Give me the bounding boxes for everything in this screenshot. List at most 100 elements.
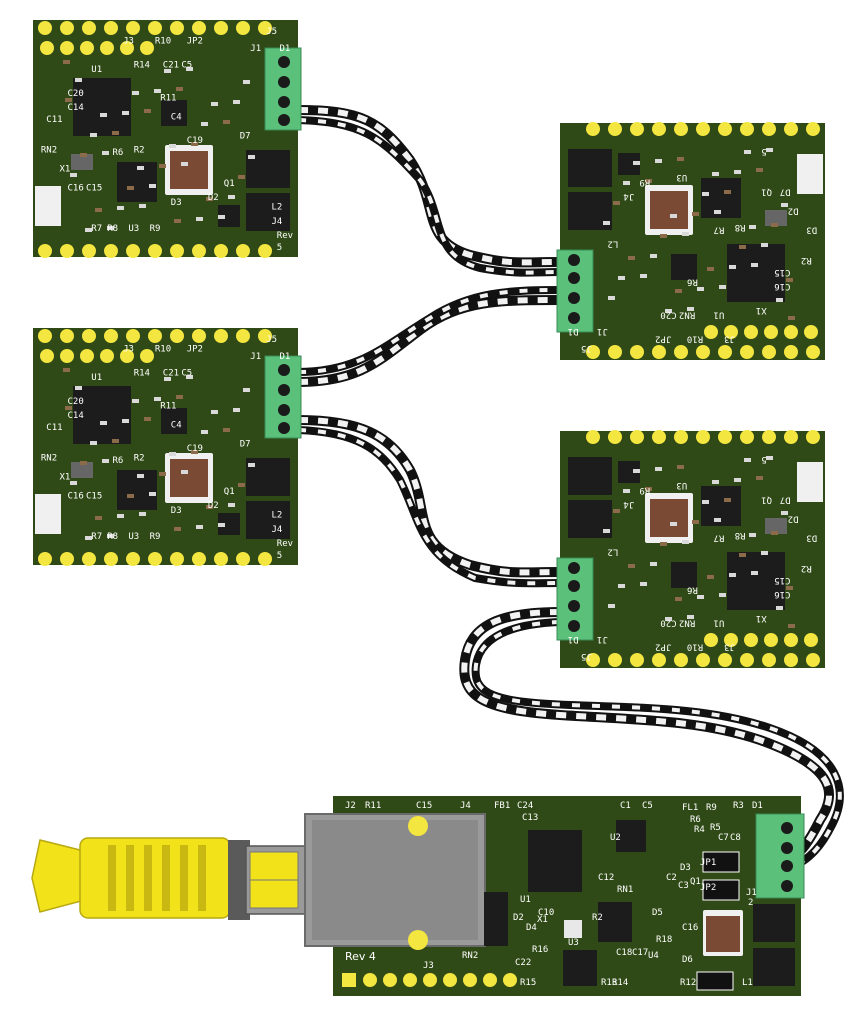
silkscreen-label: D3 — [680, 863, 691, 873]
header-pad — [80, 41, 94, 55]
silkscreen-label: FB1 — [494, 801, 510, 811]
pin-pad — [104, 244, 118, 258]
silkscreen-label: R10 — [687, 333, 703, 343]
silkscreen-label: D3 — [171, 198, 182, 208]
silkscreen-label: L2 — [607, 547, 618, 557]
header-pad — [60, 41, 74, 55]
silkscreen-label: R6 — [113, 456, 124, 466]
silkscreen-label: R14 — [134, 368, 150, 378]
silkscreen-label: Rev — [277, 539, 293, 549]
header-pad — [704, 325, 718, 339]
jst-connector — [35, 186, 61, 226]
silkscreen-label: D1 — [568, 326, 579, 336]
pin-pad — [236, 329, 250, 343]
silkscreen-label: JP2 — [187, 345, 203, 355]
pin-pad — [148, 21, 162, 35]
pin-pad — [126, 244, 140, 258]
pin-pad — [214, 329, 228, 343]
silkscreen-label: U1 — [520, 895, 531, 905]
silkscreen-label: D2 — [208, 193, 219, 203]
pin-pad — [630, 653, 644, 667]
silkscreen-label: J4 — [460, 801, 471, 811]
header-pad — [704, 633, 718, 647]
header-pad — [423, 973, 437, 987]
pin-pad — [38, 244, 52, 258]
silkscreen-label: R7 — [91, 224, 102, 234]
screw-terminal-icon — [755, 813, 805, 899]
inductor — [650, 191, 688, 229]
silkscreen-label: J3 — [123, 345, 134, 355]
silkscreen-label: J4 — [272, 217, 283, 227]
silkscreen-label: C16 — [68, 492, 84, 502]
inductor — [650, 499, 688, 537]
silkscreen-label: C13 — [522, 813, 538, 823]
silkscreen-label: C16 — [682, 923, 698, 933]
pin-pad — [784, 122, 798, 136]
pin-pad — [214, 21, 228, 35]
pin-pad — [214, 552, 228, 566]
silkscreen-label: R9 — [639, 485, 650, 495]
silkscreen-label: D6 — [682, 955, 693, 965]
screw-terminal-icon — [556, 557, 594, 641]
silkscreen-label: C20 — [660, 618, 676, 628]
jst-connector — [35, 494, 61, 534]
silkscreen-label: C5 — [642, 801, 653, 811]
silkscreen-label: RN2 — [679, 310, 695, 320]
pin-pad — [762, 430, 776, 444]
silkscreen-label: C15 — [416, 801, 432, 811]
mcu-chip — [73, 78, 131, 136]
silkscreen-label: D7 — [240, 132, 251, 142]
silkscreen-label: C2 — [666, 873, 677, 883]
header-pad — [140, 41, 154, 55]
silkscreen-label: C16 — [774, 589, 790, 599]
pin-pad — [104, 329, 118, 343]
silkscreen-label: R8 — [107, 224, 118, 234]
silkscreen-label: R9 — [150, 224, 161, 234]
silkscreen-label: X1 — [756, 613, 767, 623]
header-pad — [60, 349, 74, 363]
silkscreen-label: R11 — [365, 801, 381, 811]
silkscreen-label: C15 — [774, 575, 790, 585]
pin-pad — [170, 244, 184, 258]
silkscreen-label: J5 — [266, 27, 277, 37]
pin-pad — [696, 122, 710, 136]
pin-pad — [630, 122, 644, 136]
silkscreen-label: D3 — [806, 224, 817, 234]
silkscreen-label: U3 — [128, 532, 139, 542]
pin-pad — [148, 552, 162, 566]
silkscreen-label: C10 — [538, 908, 554, 918]
pin-pad — [586, 430, 600, 444]
pin-pad — [806, 430, 820, 444]
pin-pad — [214, 244, 228, 258]
pin-pad — [652, 122, 666, 136]
pin-pad — [740, 430, 754, 444]
header-pad — [724, 633, 738, 647]
header-pad — [744, 325, 758, 339]
pin-pad — [104, 552, 118, 566]
silkscreen-label: C4 — [171, 113, 182, 123]
header-pad — [40, 41, 54, 55]
silkscreen-label: U3 — [128, 224, 139, 234]
silkscreen-label: C15 — [774, 267, 790, 277]
silkscreen-label: C21 — [163, 368, 179, 378]
silkscreen-label: J5 — [581, 651, 592, 661]
rj45-jack-icon — [304, 813, 486, 950]
silkscreen-label: C18 — [616, 948, 632, 958]
silkscreen-label: C22 — [515, 958, 531, 968]
silkscreen-label: D7 — [240, 440, 251, 450]
silkscreen-label: 5 — [277, 243, 282, 253]
silkscreen-label: J3 — [724, 641, 735, 651]
pin-pad — [784, 345, 798, 359]
silkscreen-label: J1 — [250, 352, 261, 362]
silkscreen-label: R15 — [520, 978, 536, 988]
silkscreen-label: 5 — [761, 146, 766, 156]
header-pad — [40, 349, 54, 363]
silkscreen-label: C14 — [68, 103, 84, 113]
silkscreen-label: U3 — [676, 172, 687, 182]
pin-pad — [696, 430, 710, 444]
silkscreen-label: C3 — [678, 881, 689, 891]
silkscreen-label: D3 — [806, 532, 817, 542]
pin-pad — [104, 21, 118, 35]
